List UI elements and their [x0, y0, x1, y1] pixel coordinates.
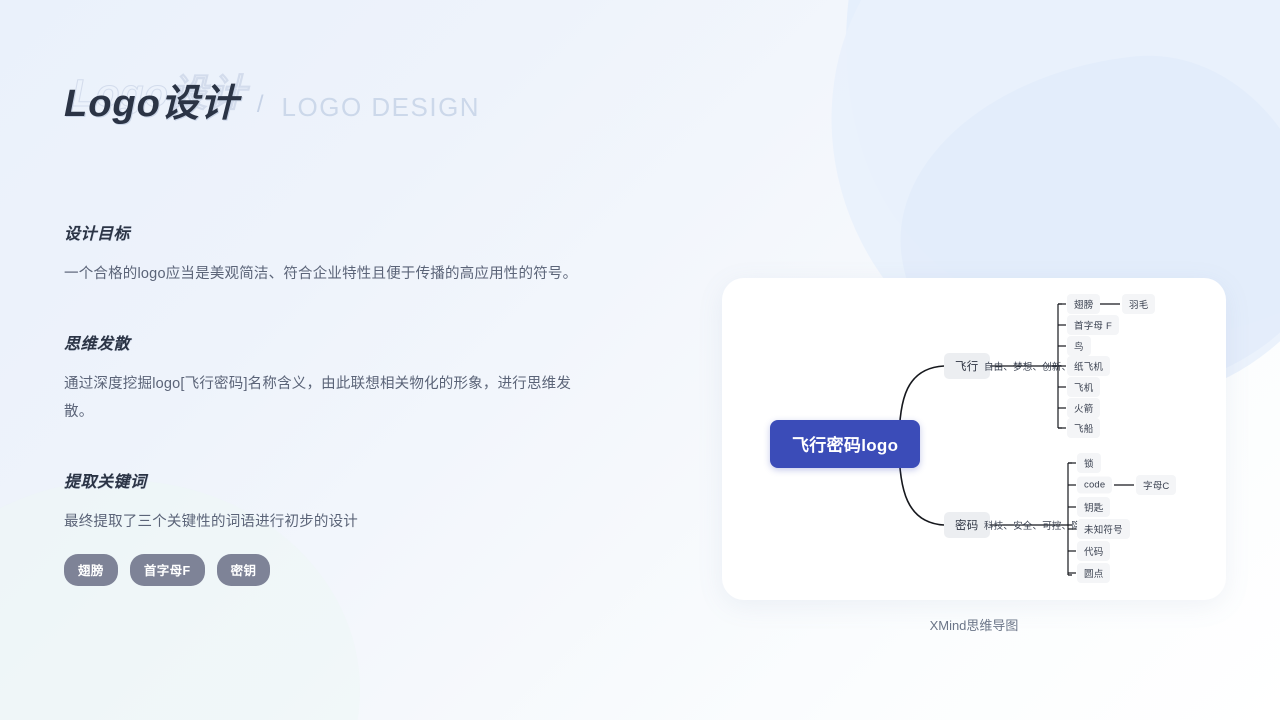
mindmap-caption: XMind思维导图 — [929, 618, 1019, 633]
keyword-tag[interactable]: 首字母F — [129, 554, 205, 586]
keyword-tag[interactable]: 翅膀 — [64, 554, 118, 586]
page-title-english: LOGO DESIGN — [281, 92, 481, 122]
mindmap-leaf[interactable]: 飞船 — [1067, 418, 1101, 438]
mindmap-leaf[interactable]: 翅膀 — [1067, 294, 1101, 314]
section-heading: 设计目标 — [64, 226, 131, 243]
mindmap-leaf[interactable]: 飞机 — [1067, 377, 1101, 397]
mindmap-leaf[interactable]: 纸飞机 — [1067, 356, 1111, 376]
mindmap-connector-label-flight: 自由、梦想、创新、 — [984, 362, 1072, 373]
mindmap-branch-node-flight[interactable]: 飞行 — [944, 353, 990, 379]
section-body: 一个合格的logo应当是美观简洁、符合企业特性且便于传播的高应用性的符号。 — [64, 266, 578, 282]
keyword-tag-list: 翅膀 首字母F 密钥 — [64, 554, 594, 586]
section-body: 最终提取了三个关键性的词语进行初步的设计 — [64, 514, 358, 530]
mindmap-root-node[interactable]: 飞行密码logo — [770, 420, 921, 468]
mindmap-leaf[interactable]: 圆点 — [1077, 563, 1111, 583]
mindmap-card: 飞行密码logo 飞行 自由、梦想、创新、 翅膀 羽毛 首字母 F 鸟 纸飞机 … — [722, 278, 1226, 600]
section-keywords: 提取关键词 最终提取了三个关键性的词语进行初步的设计 翅膀 首字母F 密钥 — [64, 468, 594, 586]
mindmap-leaf[interactable]: code — [1077, 476, 1113, 494]
section-design-goal: 设计目标 一个合格的logo应当是美观简洁、符合企业特性且便于传播的高应用性的符… — [64, 220, 594, 288]
keyword-tag[interactable]: 密钥 — [216, 554, 271, 586]
mindmap-leaf[interactable]: 未知符号 — [1077, 519, 1130, 539]
section-brainstorm: 思维发散 通过深度挖掘logo[飞行密码]名称含义，由此联想相关物化的形象，进行… — [64, 330, 594, 426]
mindmap-leaf[interactable]: 代码 — [1077, 541, 1111, 561]
page-title-outline: Logo设计 — [72, 73, 247, 116]
mindmap-leaf[interactable]: 字母C — [1136, 475, 1177, 495]
page-header: Logo设计 Logo设计 / LOGO DESIGN — [64, 72, 480, 127]
mindmap-leaf[interactable]: 鸟 — [1067, 336, 1091, 356]
content-column: 设计目标 一个合格的logo应当是美观简洁、符合企业特性且便于传播的高应用性的符… — [64, 220, 594, 586]
section-body: 通过深度挖掘logo[飞行密码]名称含义，由此联想相关物化的形象，进行思维发散。 — [64, 376, 572, 420]
mindmap-leaf[interactable]: 钥匙 — [1077, 497, 1111, 517]
mindmap-leaf[interactable]: 火箭 — [1067, 398, 1101, 418]
mindmap-leaf[interactable]: 羽毛 — [1122, 294, 1156, 314]
section-heading: 思维发散 — [64, 336, 131, 353]
mindmap-leaf[interactable]: 首字母 F — [1067, 315, 1119, 335]
mindmap-branch-node-password[interactable]: 密码 — [944, 512, 990, 538]
mindmap-connector-label-password: 科技、安全、可控、隐秘 — [984, 521, 1091, 532]
page-title: Logo设计 Logo设计 — [64, 72, 246, 127]
mindmap-leaf[interactable]: 锁 — [1077, 453, 1101, 473]
title-separator: / — [256, 91, 264, 118]
section-heading: 提取关键词 — [64, 474, 147, 491]
page-title-text: Logo设计 — [64, 83, 239, 125]
